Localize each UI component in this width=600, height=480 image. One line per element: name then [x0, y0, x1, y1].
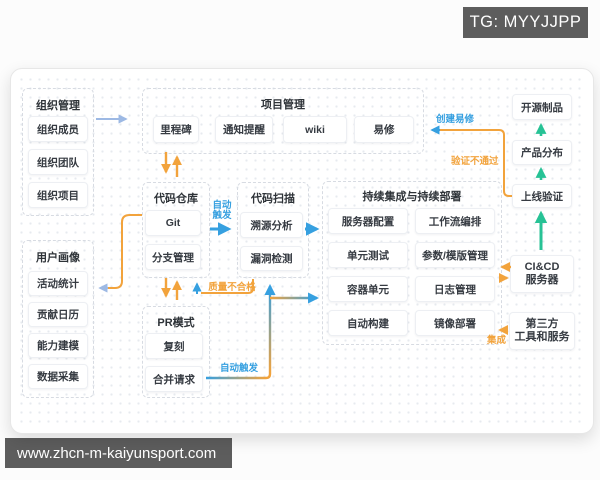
node-log-management: 日志管理 [415, 276, 495, 302]
node-cicd-server: CI&CD 服务器 [510, 255, 574, 293]
group-project-management: 项目管理 [142, 88, 424, 154]
edge-label-auto-trigger-scan: 自动触发 [212, 200, 232, 221]
cicd-server-line1: CI&CD [524, 261, 560, 273]
node-container-unit: 容器单元 [328, 276, 408, 302]
node-data-collection: 数据采集 [28, 364, 88, 389]
group-title: 代码仓库 [154, 193, 198, 205]
node-unit-test: 单元测试 [328, 242, 408, 268]
node-fork: 复刻 [145, 333, 203, 359]
node-launch-verification: 上线验证 [512, 184, 572, 208]
node-product-distribution: 产品分布 [512, 140, 572, 165]
node-milestone: 里程碑 [153, 116, 199, 143]
node-auto-build: 自动构建 [328, 310, 408, 336]
node-source-analysis: 溯源分析 [240, 212, 303, 238]
site-url-watermark: www.zhcn-m-kaiyunsport.com [5, 438, 232, 468]
edge-label-quality-fail: 质量不合格 [208, 282, 256, 293]
group-org-management: 组织管理 [22, 88, 94, 216]
node-contribution-calendar: 贡献日历 [28, 302, 88, 327]
group-user-profile: 用户画像 [22, 240, 94, 398]
group-title: 组织管理 [36, 100, 80, 112]
group-pr-mode: PR模式 [142, 306, 210, 398]
edge-label-verify-fail: 验证不通过 [451, 156, 499, 167]
node-vulnerability-scan: 漏洞检测 [240, 246, 303, 271]
third-party-line1: 第三方 [525, 318, 559, 330]
node-capability-modeling: 能力建模 [28, 333, 88, 358]
telegram-watermark-badge: TG: MYYJJPP [463, 7, 588, 38]
node-git: Git [145, 210, 201, 236]
group-title: PR模式 [157, 317, 195, 329]
node-notifications: 通知提醒 [215, 116, 273, 143]
group-code-repo: 代码仓库 [142, 182, 210, 278]
group-title: 项目管理 [261, 99, 305, 111]
node-org-teams: 组织团队 [28, 149, 88, 175]
node-issues: 易修 [354, 116, 414, 143]
node-wiki: wiki [283, 116, 347, 143]
third-party-line2: 工具和服务 [514, 331, 570, 343]
node-activity-stats: 活动统计 [28, 271, 88, 296]
node-branch-management: 分支管理 [145, 244, 201, 270]
edge-label-integration: 集成 [487, 335, 507, 346]
node-opensource-artifacts: 开源制品 [512, 94, 572, 120]
node-server-config: 服务器配置 [328, 208, 408, 234]
node-param-template-mgmt: 参数/模版管理 [415, 242, 495, 268]
cicd-server-line2: 服务器 [525, 274, 559, 286]
node-org-projects: 组织项目 [28, 182, 88, 208]
node-third-party-tools: 第三方 工具和服务 [509, 312, 575, 350]
group-title: 持续集成与持续部署 [362, 191, 462, 203]
edge-label-auto-trigger-merge: 自动触发 [220, 363, 259, 374]
group-title: 用户画像 [36, 252, 80, 264]
group-title: 代码扫描 [251, 193, 295, 205]
node-merge-request: 合并请求 [145, 366, 203, 392]
edge-label-create-issue: 创建易修 [436, 114, 475, 125]
node-org-members: 组织成员 [28, 116, 88, 142]
node-image-deploy: 镜像部署 [415, 310, 495, 336]
node-workflow-orchestration: 工作流编排 [415, 208, 495, 234]
